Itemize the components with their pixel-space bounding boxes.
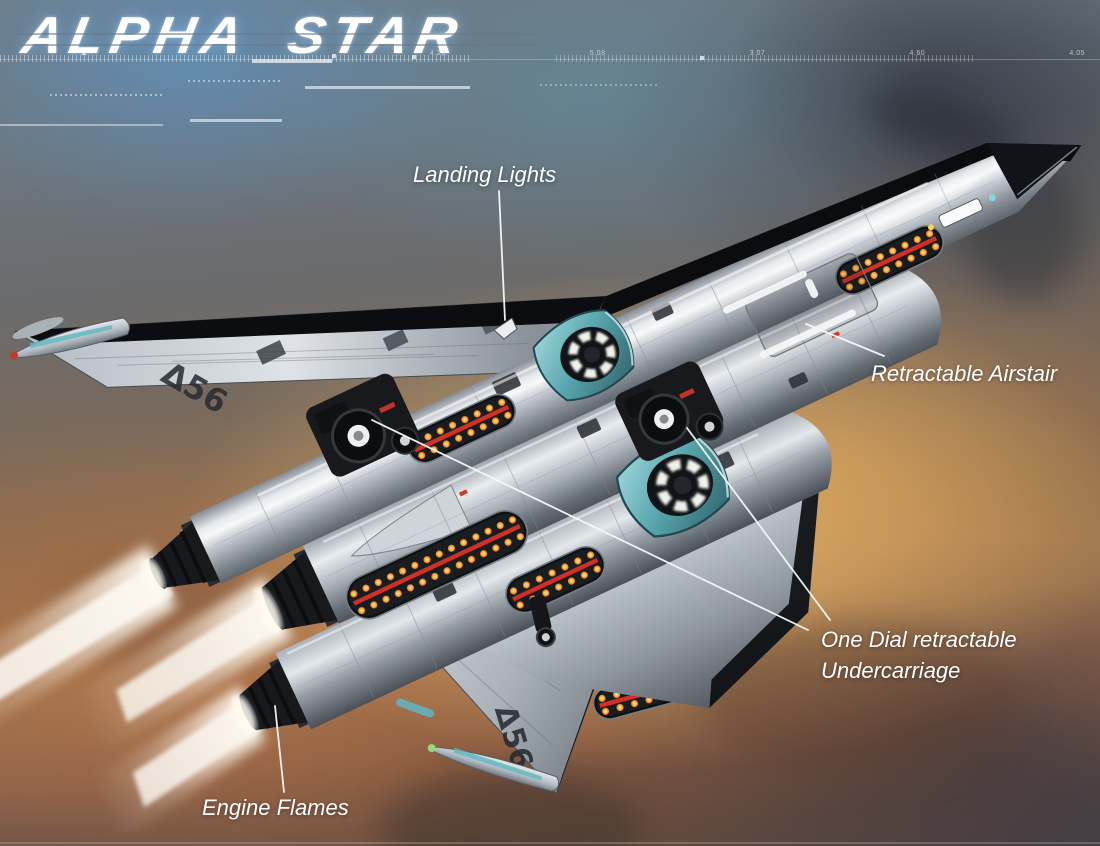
upper-light-strip <box>407 393 517 464</box>
intake-upper <box>532 309 635 402</box>
airstair-line <box>805 323 885 357</box>
engine-flames-line <box>274 705 285 793</box>
hull-main <box>189 144 1082 584</box>
hud-triangle-icon: ▲ <box>80 48 88 57</box>
airstair-door <box>722 253 879 359</box>
callout-undercarriage: One Dial retractable Undercarriage <box>821 627 1017 683</box>
port-wingtip-pod <box>10 317 130 360</box>
nozzle <box>254 545 348 634</box>
hud-readout-value: 5.08 <box>589 50 606 57</box>
callout-lines <box>274 190 885 793</box>
hud-readout-value: 4.20 <box>430 50 446 57</box>
hud-line <box>0 59 1100 60</box>
hud-readout-value: 3.07 <box>749 50 766 57</box>
starboard-winglet <box>395 698 435 718</box>
port-wingtip-fin <box>12 317 64 339</box>
callout-landing-lights: Landing Lights <box>413 162 557 187</box>
rear-landing-gear <box>615 361 724 461</box>
hud-readout: 4.20 5.08 3.07 4.60 4.05 <box>430 50 1085 57</box>
undercarriage-line-front <box>371 419 809 631</box>
hud-square-marker <box>332 54 336 58</box>
nose-tip <box>986 142 1082 200</box>
starboard-wingtip-pod <box>427 744 560 792</box>
hud-bar <box>190 119 282 122</box>
hud-tick-row <box>0 55 470 62</box>
undercarriage-line-rear <box>686 427 831 621</box>
hud-dashed-line <box>540 84 660 86</box>
intake-lower <box>615 434 730 538</box>
landing-light-fixture <box>493 317 518 340</box>
hud-line <box>0 124 163 126</box>
nose-highlight <box>1016 146 1078 196</box>
hud-square-marker <box>412 55 416 59</box>
nose-light-strip <box>834 225 944 295</box>
logo-slice-line <box>18 33 538 35</box>
hud-bar <box>305 86 470 89</box>
cockpit-windows <box>928 194 996 231</box>
tail-cone <box>350 484 473 557</box>
hud-dashed-line <box>188 80 283 82</box>
hud-dashed-line <box>50 94 162 96</box>
engine-flames <box>0 545 293 842</box>
hud-readout-value: 4.05 <box>1069 50 1085 57</box>
lower-fairing <box>483 492 819 709</box>
hud-readout-value: 4.60 <box>909 50 926 57</box>
hud-circle-icon: ○ <box>94 47 99 56</box>
hud-square-marker <box>700 56 704 60</box>
logo-slice-line <box>18 44 538 46</box>
hud-bar <box>252 59 332 63</box>
front-landing-gear <box>306 373 419 477</box>
callout-retractable-airstair: Retractable Airstair <box>871 361 1058 386</box>
hud-tick-row <box>556 55 976 62</box>
callout-engine-flames: Engine Flames <box>202 795 349 820</box>
landing-lights-line <box>498 190 506 321</box>
main-light-strip <box>345 510 529 620</box>
tail-strut <box>529 595 556 648</box>
engine-nozzles <box>141 516 348 734</box>
horizon-line <box>0 842 1100 844</box>
